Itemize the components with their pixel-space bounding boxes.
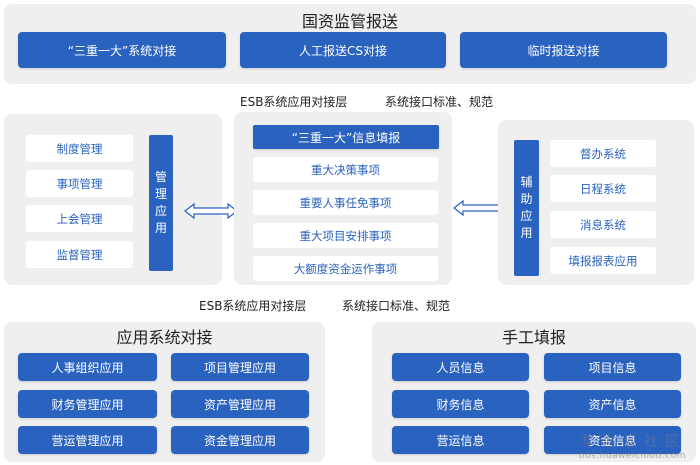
esb-layer-bottom: ESB系统应用对接层 [199,299,307,313]
meeting-management-item[interactable]: 上会管理 [26,205,133,232]
sanzhong-yida-integration-button[interactable]: “三重一大”系统对接 [18,32,226,68]
hr-organization-app-button[interactable]: 人事组织应用 [18,353,157,381]
finance-management-app-button[interactable]: 财务管理应用 [18,390,157,418]
management-app-bar: 管 理 应 用 [149,135,173,271]
asset-management-app-button[interactable]: 资产管理应用 [171,390,309,418]
personnel-appointment-item[interactable]: 重要人事任免事项 [253,190,438,215]
app-integration-title: 应用系统对接 [116,328,213,347]
large-fund-operation-item[interactable]: 大额度资金运作事项 [253,256,438,281]
sanzhong-yida-header: “三重一大”信息填报 [253,125,439,149]
operations-management-app-button[interactable]: 营运管理应用 [18,426,157,454]
interface-standard-bottom: 系统接口标准、规范 [342,299,451,313]
finance-info-button[interactable]: 财务信息 [392,390,529,418]
manual-filing-title: 手工填报 [501,328,566,347]
watermark-title: 华为云社区 [581,434,686,450]
supervision-system-item[interactable]: 督办系统 [550,140,656,167]
fund-management-app-button[interactable]: 资金管理应用 [171,426,309,454]
left-double-arrow-icon [184,202,238,220]
asset-info-button[interactable]: 资产信息 [544,390,681,418]
auxiliary-app-bar: 辅 助 应 用 [514,140,539,276]
watermark-url: bbs.huaweicloud.com [578,451,686,461]
esb-layer-top: ESB系统应用对接层 [240,95,348,109]
interface-standard-top: 系统接口标准、规范 [385,95,494,109]
fund-info-button[interactable]: 资金信息 [544,426,681,454]
personnel-info-button[interactable]: 人员信息 [392,353,529,381]
schedule-system-item[interactable]: 日程系统 [550,175,656,202]
major-project-item[interactable]: 重大项目安排事项 [253,223,438,248]
project-management-app-button[interactable]: 项目管理应用 [171,353,309,381]
top-title: 国资监管报送 [301,12,398,31]
manual-cs-integration-button[interactable]: 人工报送CS对接 [240,32,446,68]
project-info-button[interactable]: 项目信息 [544,353,681,381]
temporary-report-integration-button[interactable]: 临时报送对接 [460,32,667,68]
message-system-item[interactable]: 消息系统 [550,211,656,238]
system-management-item[interactable]: 制度管理 [26,135,133,162]
supervision-management-item[interactable]: 监督管理 [26,241,133,268]
major-decision-item[interactable]: 重大决策事项 [253,157,438,182]
matter-management-item[interactable]: 事项管理 [26,170,133,197]
watermark: 华为云社区 bbs.huaweicloud.com [579,435,686,463]
operations-info-button[interactable]: 营运信息 [392,426,529,454]
report-form-app-item[interactable]: 填报报表应用 [550,247,656,274]
